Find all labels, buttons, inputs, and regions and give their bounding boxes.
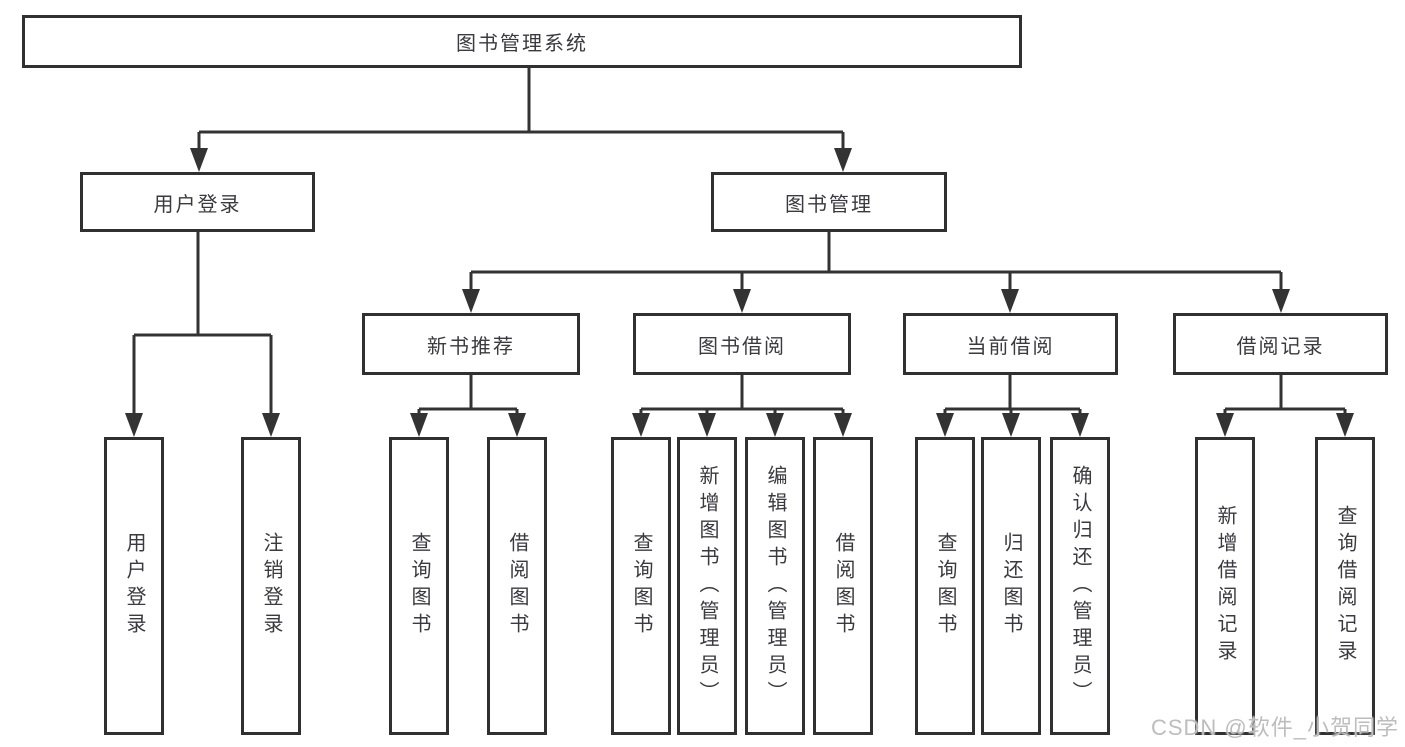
leaf-return-book: 归还图书 [981, 437, 1041, 735]
node-user-login: 用户登录 [80, 172, 315, 232]
leaf-label: 新增借阅记录 [1214, 505, 1236, 667]
arrow-down-icon [1336, 413, 1354, 437]
arrow-down-icon [262, 413, 280, 437]
leaf-confirm-return-admin: 确认归还（管理员） [1050, 437, 1110, 735]
node-current-borrow: 当前借阅 [903, 313, 1118, 375]
connector-new-book [417, 375, 519, 418]
arrow-down-icon [766, 413, 784, 437]
node-new-book-recommend: 新书推荐 [362, 313, 580, 375]
arrow-down-icon [1272, 289, 1290, 313]
arrow-down-icon [1001, 289, 1019, 313]
arrow-down-icon [936, 413, 954, 437]
leaf-label: 确认归还（管理员） [1069, 464, 1091, 708]
leaf-label: 借阅图书 [506, 532, 528, 640]
leaf-edit-book-admin: 编辑图书（管理员） [745, 437, 805, 735]
arrow-down-icon [508, 413, 526, 437]
node-library-management-system: 图书管理系统 [22, 15, 1022, 68]
node-book-borrow: 图书借阅 [633, 313, 851, 375]
arrow-down-icon [190, 148, 208, 172]
arrow-down-icon [733, 289, 751, 313]
arrow-down-icon [834, 148, 852, 172]
leaf-label: 查询图书 [934, 532, 956, 640]
leaf-user-login: 用户登录 [104, 437, 164, 735]
leaf-query-books-borrow: 查询图书 [611, 437, 671, 735]
connector-borrow-records [1223, 375, 1347, 418]
leaf-label: 用户登录 [123, 532, 145, 640]
connector-root [197, 68, 845, 152]
leaf-add-borrow-record: 新增借阅记录 [1195, 437, 1255, 735]
connector-current-borrow [943, 375, 1082, 418]
leaf-label: 编辑图书（管理员） [764, 464, 786, 708]
leaf-add-book-admin: 新增图书（管理员） [677, 437, 737, 735]
arrow-down-icon [1071, 413, 1089, 437]
arrow-down-icon [1216, 413, 1234, 437]
leaf-label: 查询借阅记录 [1334, 505, 1356, 667]
leaf-label: 新增图书（管理员） [696, 464, 718, 708]
node-book-management: 图书管理 [711, 172, 947, 232]
leaf-borrow-books: 借阅图书 [813, 437, 873, 735]
leaf-query-books-recommend: 查询图书 [389, 437, 449, 735]
arrowheads [125, 148, 1354, 437]
leaf-label: 借阅图书 [832, 532, 854, 640]
connector-user-login [132, 232, 273, 418]
arrow-down-icon [698, 413, 716, 437]
arrow-down-icon [410, 413, 428, 437]
arrow-down-icon [125, 413, 143, 437]
arrow-down-icon [462, 289, 480, 313]
leaf-query-books-current: 查询图书 [915, 437, 975, 735]
leaf-borrow-books-recommend: 借阅图书 [487, 437, 547, 735]
connector-book-borrow [639, 375, 845, 418]
leaf-query-borrow-record: 查询借阅记录 [1315, 437, 1375, 735]
connector-book-management [469, 232, 1283, 293]
arrow-down-icon [632, 413, 650, 437]
leaf-label: 查询图书 [630, 532, 652, 640]
leaf-label: 注销登录 [260, 532, 282, 640]
leaf-logout-login: 注销登录 [241, 437, 301, 735]
csdn-watermark: CSDN @软件_小贺同学 [1150, 715, 1399, 740]
leaf-label: 归还图书 [1000, 532, 1022, 640]
arrow-down-icon [834, 413, 852, 437]
arrow-down-icon [1002, 413, 1020, 437]
node-borrow-records: 借阅记录 [1173, 313, 1388, 375]
leaf-label: 查询图书 [408, 532, 430, 640]
